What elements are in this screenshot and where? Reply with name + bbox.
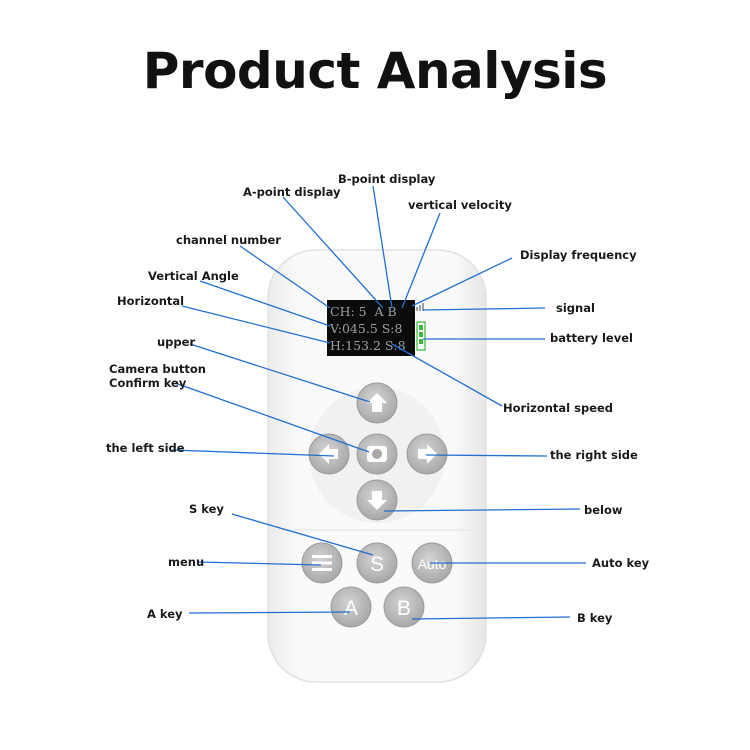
camera-confirm-button[interactable] — [356, 433, 398, 475]
menu-button[interactable] — [301, 542, 343, 584]
label-left-side: the left side — [106, 441, 185, 455]
label-a-point-display: A-point display — [243, 185, 341, 199]
arrow-up-icon — [367, 393, 387, 412]
auto-key-label: Auto — [418, 556, 447, 572]
arrow-right-icon — [418, 444, 437, 464]
leader-b-point — [372, 185, 393, 309]
display-line-1: CH: 5 A B — [330, 304, 397, 319]
label-auto-key: Auto key — [592, 556, 650, 570]
leader-a-key — [188, 611, 351, 614]
label-display-frequency: Display frequency — [520, 248, 637, 262]
leader-below — [383, 508, 581, 512]
display-line-2: V:045.5 S:8 — [329, 321, 403, 336]
label-battery-level: battery level — [550, 331, 633, 345]
label-b-point-display: B-point display — [338, 172, 436, 186]
label-horizontal-speed: Horizontal speed — [503, 401, 614, 415]
label-b-key: B key — [577, 611, 613, 625]
right-button[interactable] — [406, 433, 448, 475]
leader-upper — [189, 343, 371, 403]
s-key-button[interactable]: S — [356, 542, 398, 584]
leader-right-side — [425, 454, 548, 457]
label-below: below — [584, 503, 623, 517]
menu-icon — [312, 555, 332, 571]
arrow-left-icon — [319, 444, 338, 464]
label-s-key: S key — [189, 502, 224, 516]
leader-camera-confirm — [174, 382, 370, 453]
display-line-3: H:153.2 S:8 — [330, 338, 406, 353]
label-vertical-velocity: vertical velocity — [408, 198, 512, 212]
label-signal: signal — [556, 301, 595, 315]
b-key-button[interactable]: B — [383, 586, 425, 628]
left-button[interactable] — [308, 433, 350, 475]
a-key-button[interactable]: A — [330, 586, 372, 628]
leader-vertical-angle — [199, 280, 331, 327]
leader-menu — [198, 561, 322, 566]
label-horizontal: Horizontal — [117, 294, 185, 308]
label-camera-button: Camera button — [109, 362, 206, 376]
leader-channel-number — [239, 245, 331, 309]
label-channel-number: channel number — [176, 233, 281, 247]
leader-left-side — [171, 449, 335, 457]
label-menu: menu — [168, 555, 205, 569]
label-confirm-key: Confirm key — [109, 376, 187, 390]
leader-b-key — [411, 616, 571, 620]
up-button[interactable] — [356, 382, 398, 424]
page-title: Product Analysis — [142, 42, 608, 100]
b-key-label: B — [397, 597, 411, 620]
leader-display-frequency — [411, 257, 513, 307]
leader-signal — [422, 307, 546, 311]
down-button[interactable] — [356, 479, 398, 521]
leader-a-point — [282, 196, 384, 309]
leader-vertical-velocity — [401, 212, 441, 309]
s-key-label: S — [370, 553, 384, 576]
battery-icon — [416, 321, 426, 351]
leader-s-key — [231, 513, 374, 556]
label-vertical-angle: Vertical Angle — [148, 269, 239, 283]
leader-horizontal-speed — [391, 343, 503, 407]
label-a-key: A key — [147, 607, 183, 621]
label-right-side: the right side — [550, 448, 638, 462]
signal-icon — [416, 303, 424, 311]
leader-horizontal — [181, 305, 331, 344]
label-upper: upper — [157, 335, 196, 349]
a-key-label: A — [344, 597, 358, 620]
leader-lines — [171, 185, 586, 620]
arrow-down-icon — [367, 491, 387, 510]
display-screen — [327, 300, 415, 356]
